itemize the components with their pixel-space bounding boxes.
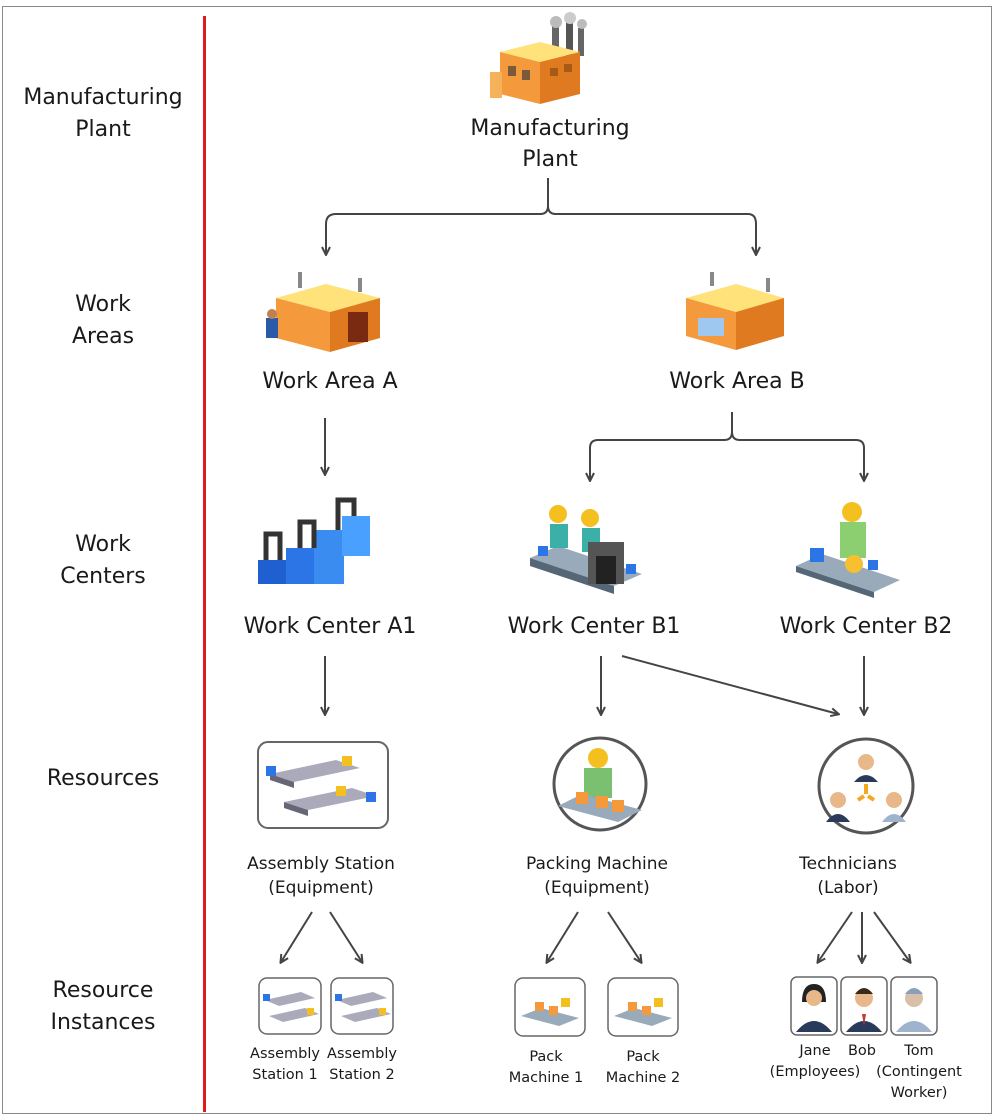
work-area-building-icon	[686, 272, 784, 350]
tech-arrow-3	[873, 911, 910, 962]
instance-tom-label: Tom (Contingent Worker)	[876, 1043, 962, 1101]
packing-machine-icon	[552, 736, 648, 832]
work-center-b1-label: Work Center B1	[507, 614, 681, 639]
work-center-b2-label: Work Center B2	[779, 614, 953, 639]
level-label-resources: Resources	[46, 766, 160, 791]
level-label-work-centers: Work Centers	[60, 532, 146, 589]
instance-assembly-station-1-label: Assembly Station 1	[250, 1046, 320, 1083]
instance-bob-label: Bob	[847, 1043, 877, 1059]
pack-machine-icon	[607, 977, 679, 1037]
instance-jane-label: Jane (Employees)	[769, 1043, 861, 1080]
plant-label: Manufacturing Plant	[470, 116, 630, 172]
technicians-group-icon	[817, 737, 915, 835]
packing-arrow-1	[547, 911, 579, 962]
factory-icon	[490, 12, 587, 104]
plant-brace-arrow-right	[547, 205, 756, 254]
work-area-building-icon	[266, 272, 380, 352]
diagram-frame	[2, 6, 992, 1114]
level-divider-line	[203, 16, 206, 1112]
employee-avatar-icon	[840, 976, 888, 1036]
pack-machine-icon	[514, 977, 586, 1037]
assembly-arrow-1	[281, 911, 313, 962]
resource-assembly-label: Assembly Station (Equipment)	[247, 854, 395, 898]
assembly-station-icon	[257, 741, 389, 829]
packing-arrow-2	[607, 911, 641, 962]
level-label-work-areas: Work Areas	[71, 292, 135, 349]
conveyor-worker-icon	[796, 502, 900, 598]
employee-avatar-icon	[790, 976, 838, 1036]
level-label-resource-instances: Resource Instances	[50, 978, 156, 1035]
assembly-station-icon	[330, 977, 394, 1035]
instance-assembly-station-2-label: Assembly Station 2	[327, 1046, 397, 1083]
area-b-brace-arrow	[590, 412, 733, 480]
contingent-worker-avatar-icon	[890, 976, 938, 1036]
tech-arrow-1	[818, 911, 853, 962]
resource-packing-label: Packing Machine (Equipment)	[526, 854, 668, 898]
work-center-a1-label: Work Center A1	[243, 614, 417, 639]
instance-pack-machine-1-label: Pack Machine 1	[508, 1049, 584, 1086]
area-b-brace-arrow-right	[731, 431, 864, 480]
assembly-station-icon	[258, 977, 322, 1035]
level-label-plant: Manufacturing Plant	[23, 85, 183, 142]
work-area-b-label: Work Area B	[669, 369, 805, 394]
center-b1-diagonal-arrow	[621, 655, 838, 714]
work-area-a-label: Work Area A	[262, 369, 398, 394]
assembly-arrow-2	[329, 911, 362, 962]
production-line-icon	[258, 497, 370, 584]
plant-brace-arrow	[326, 178, 549, 254]
resource-technicians-label: Technicians (Labor)	[799, 854, 897, 898]
instance-pack-machine-2-label: Pack Machine 2	[605, 1049, 681, 1086]
conveyor-workers-icon	[530, 505, 642, 594]
